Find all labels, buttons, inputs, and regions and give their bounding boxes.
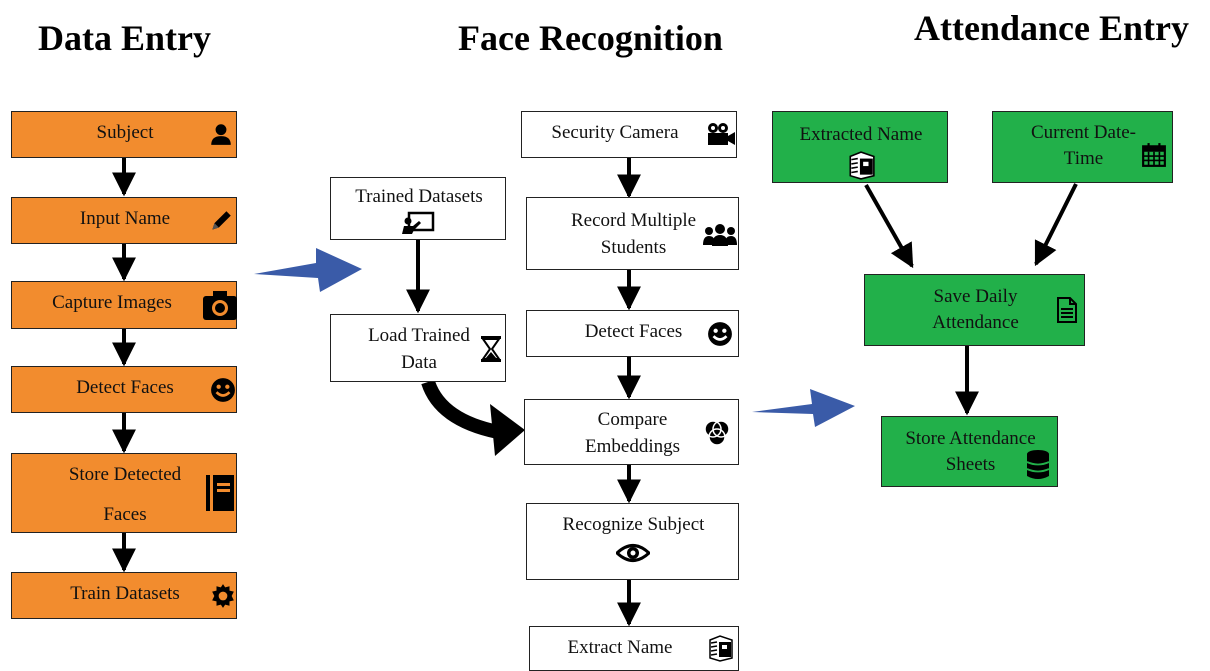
recognize-subject-box: Recognize Subject [526, 503, 739, 580]
smiley-face-icon [210, 377, 236, 403]
capture-images-box: Capture Images [11, 281, 237, 329]
detect-faces-label: Detect Faces [76, 377, 174, 398]
compare-embeddings-label-2: Embeddings [585, 436, 680, 457]
database-icon [1026, 449, 1050, 481]
store-detected-faces-box: Store Detected Faces [11, 453, 237, 533]
store-attendance-sheets-label-1: Store Attendance [905, 428, 1036, 449]
save-daily-attendance-box: Save Daily Attendance [864, 274, 1085, 346]
hourglass-icon [480, 335, 502, 363]
smiley-face-icon [707, 321, 733, 347]
subject-label: Subject [96, 122, 154, 143]
heading-face-recognition: Face Recognition [458, 18, 723, 58]
detect-faces-box: Detect Faces [11, 366, 237, 413]
venn-diagram-icon [703, 419, 731, 447]
pencil-icon [208, 208, 234, 234]
users-icon [703, 223, 737, 247]
extracted-name-label: Extracted Name [799, 124, 923, 145]
store-detected-faces-label-1: Store Detected [68, 464, 182, 485]
recognize-subject-label: Recognize Subject [562, 514, 705, 535]
document-icon [1056, 297, 1078, 323]
trained-datasets-label: Trained Datasets [355, 186, 483, 207]
trained-datasets-box: Trained Datasets [330, 177, 506, 240]
current-datetime-label-1: Current Date- [1031, 122, 1136, 143]
detect-faces-recognition-box: Detect Faces [526, 310, 739, 357]
eye-icon [616, 542, 650, 564]
load-trained-data-box: Load Trained Data [330, 314, 506, 382]
current-datetime-label-2: Time [1063, 148, 1104, 169]
input-name-label: Input Name [79, 208, 171, 229]
book-icon [205, 474, 235, 512]
extracted-name-box: Extracted Name [772, 111, 948, 183]
load-trained-data-label-1: Load Trained [368, 325, 470, 346]
id-cube-icon [846, 150, 876, 180]
subject-box: Subject [11, 111, 237, 158]
video-camera-icon [706, 122, 736, 146]
transition-arrows [254, 248, 855, 427]
heading-data-entry: Data Entry [38, 18, 211, 58]
current-datetime-box: Current Date- Time [992, 111, 1173, 183]
security-camera-label: Security Camera [551, 122, 679, 143]
record-multiple-students-box: Record Multiple Students [526, 197, 739, 270]
extract-name-label: Extract Name [567, 637, 673, 658]
load-trained-data-label-2: Data [401, 352, 437, 373]
save-daily-attendance-label-2: Attendance [932, 312, 1019, 333]
attendance-arrows [864, 183, 1078, 416]
store-attendance-sheets-box: Store Attendance Sheets [881, 416, 1058, 487]
store-attendance-sheets-label-2: Sheets [945, 454, 996, 475]
train-datasets-box: Train Datasets [11, 572, 237, 619]
gear-icon [210, 583, 236, 609]
extract-name-box: Extract Name [529, 626, 739, 671]
save-daily-attendance-label-1: Save Daily [933, 286, 1018, 307]
camera-icon [202, 288, 238, 322]
detect-faces-recognition-label: Detect Faces [584, 321, 683, 342]
user-icon [208, 121, 234, 147]
store-detected-faces-label-2: Faces [103, 504, 147, 525]
heading-attendance-entry: Attendance Entry [914, 8, 1189, 48]
train-datasets-label: Train Datasets [70, 583, 180, 604]
input-name-box: Input Name [11, 197, 237, 244]
compare-embeddings-box: Compare Embeddings [524, 399, 739, 465]
record-multiple-students-label-1: Record Multiple [570, 210, 697, 231]
id-cube-icon [706, 634, 734, 662]
record-multiple-students-label-2: Students [600, 237, 667, 258]
security-camera-box: Security Camera [521, 111, 737, 158]
capture-images-label: Capture Images [52, 292, 172, 313]
compare-embeddings-label-1: Compare [597, 409, 668, 430]
face-recognition-arrows [406, 158, 641, 627]
chalkboard-teacher-icon [401, 211, 435, 235]
calendar-icon [1141, 142, 1167, 168]
